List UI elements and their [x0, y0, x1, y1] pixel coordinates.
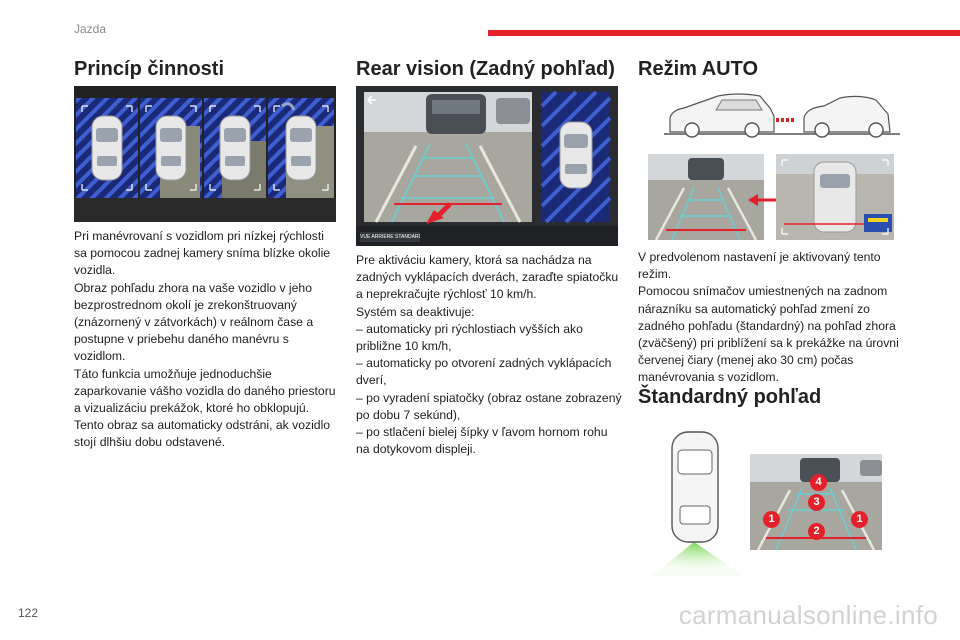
figure-standard-view: 1 2 3 4 1: [650, 424, 890, 576]
heading-principle: Princíp činnosti: [74, 58, 225, 80]
paragraph: Tento obraz sa automaticky odstráni, ak …: [74, 418, 331, 450]
paragraph: Systém sa deaktivuje:: [356, 304, 475, 319]
heading-auto-mode: Režim AUTO: [638, 58, 759, 80]
text-rear-vision: Pre aktiváciu kamery, ktorá sa nachádza …: [356, 252, 622, 458]
running-head: Jazda: [74, 22, 107, 36]
paragraph: Pri manévrovaní s vozidlom pri nízkej rý…: [74, 229, 331, 278]
text-auto-mode: V predvolenom nastavení je aktivovaný te…: [638, 249, 900, 387]
figure-rear-camera-screen: VUE ARRIERE STANDARD: [356, 86, 618, 246]
paragraph: Pre aktiváciu kamery, ktorá sa nachádza …: [356, 253, 619, 302]
list-item: – automaticky pri rýchlostiach vyšších a…: [356, 321, 583, 354]
paragraph: Obraz pohľadu zhora na vaše vozidlo v je…: [74, 280, 314, 364]
callout-1-left: 1: [763, 511, 780, 528]
callout-3: 3: [808, 494, 825, 511]
list-item: – automaticky po otvorení zadných vykláp…: [356, 356, 612, 388]
list-item: – po stlačení bielej šípky v ľavom horno…: [356, 425, 608, 457]
list-item: – po vyradení spiatočky (obraz ostane zo…: [356, 390, 622, 422]
watermark: carmanualsonline.info: [678, 600, 938, 630]
vue-arriere-standard-button[interactable]: VUE ARRIERE STANDARD: [360, 232, 420, 242]
heading-rear-vision: Rear vision (Zadný pohľad): [356, 58, 615, 80]
figure-top-view-sequence: [74, 86, 336, 222]
heading-standard-view: Štandardný pohľad: [638, 386, 822, 408]
callout-4: 4: [810, 474, 827, 491]
text-principle: Pri manévrovaní s vozidlom pri nízkej rý…: [74, 228, 338, 452]
section-accent-bar: [488, 30, 960, 36]
figure-auto-mode-cars: [664, 88, 900, 140]
paragraph: V predvolenom nastavení je aktivovaný te…: [638, 250, 881, 282]
callout-1-right: 1: [851, 511, 868, 528]
paragraph: Táto funkcia umožňuje jednoduchšie zapar…: [74, 366, 336, 416]
page-number: 122: [18, 606, 39, 620]
paragraph: Pomocou snímačov umiestnených na zadnom …: [638, 284, 899, 385]
figure-auto-mode-screens: [648, 154, 894, 240]
callout-2: 2: [808, 523, 825, 540]
